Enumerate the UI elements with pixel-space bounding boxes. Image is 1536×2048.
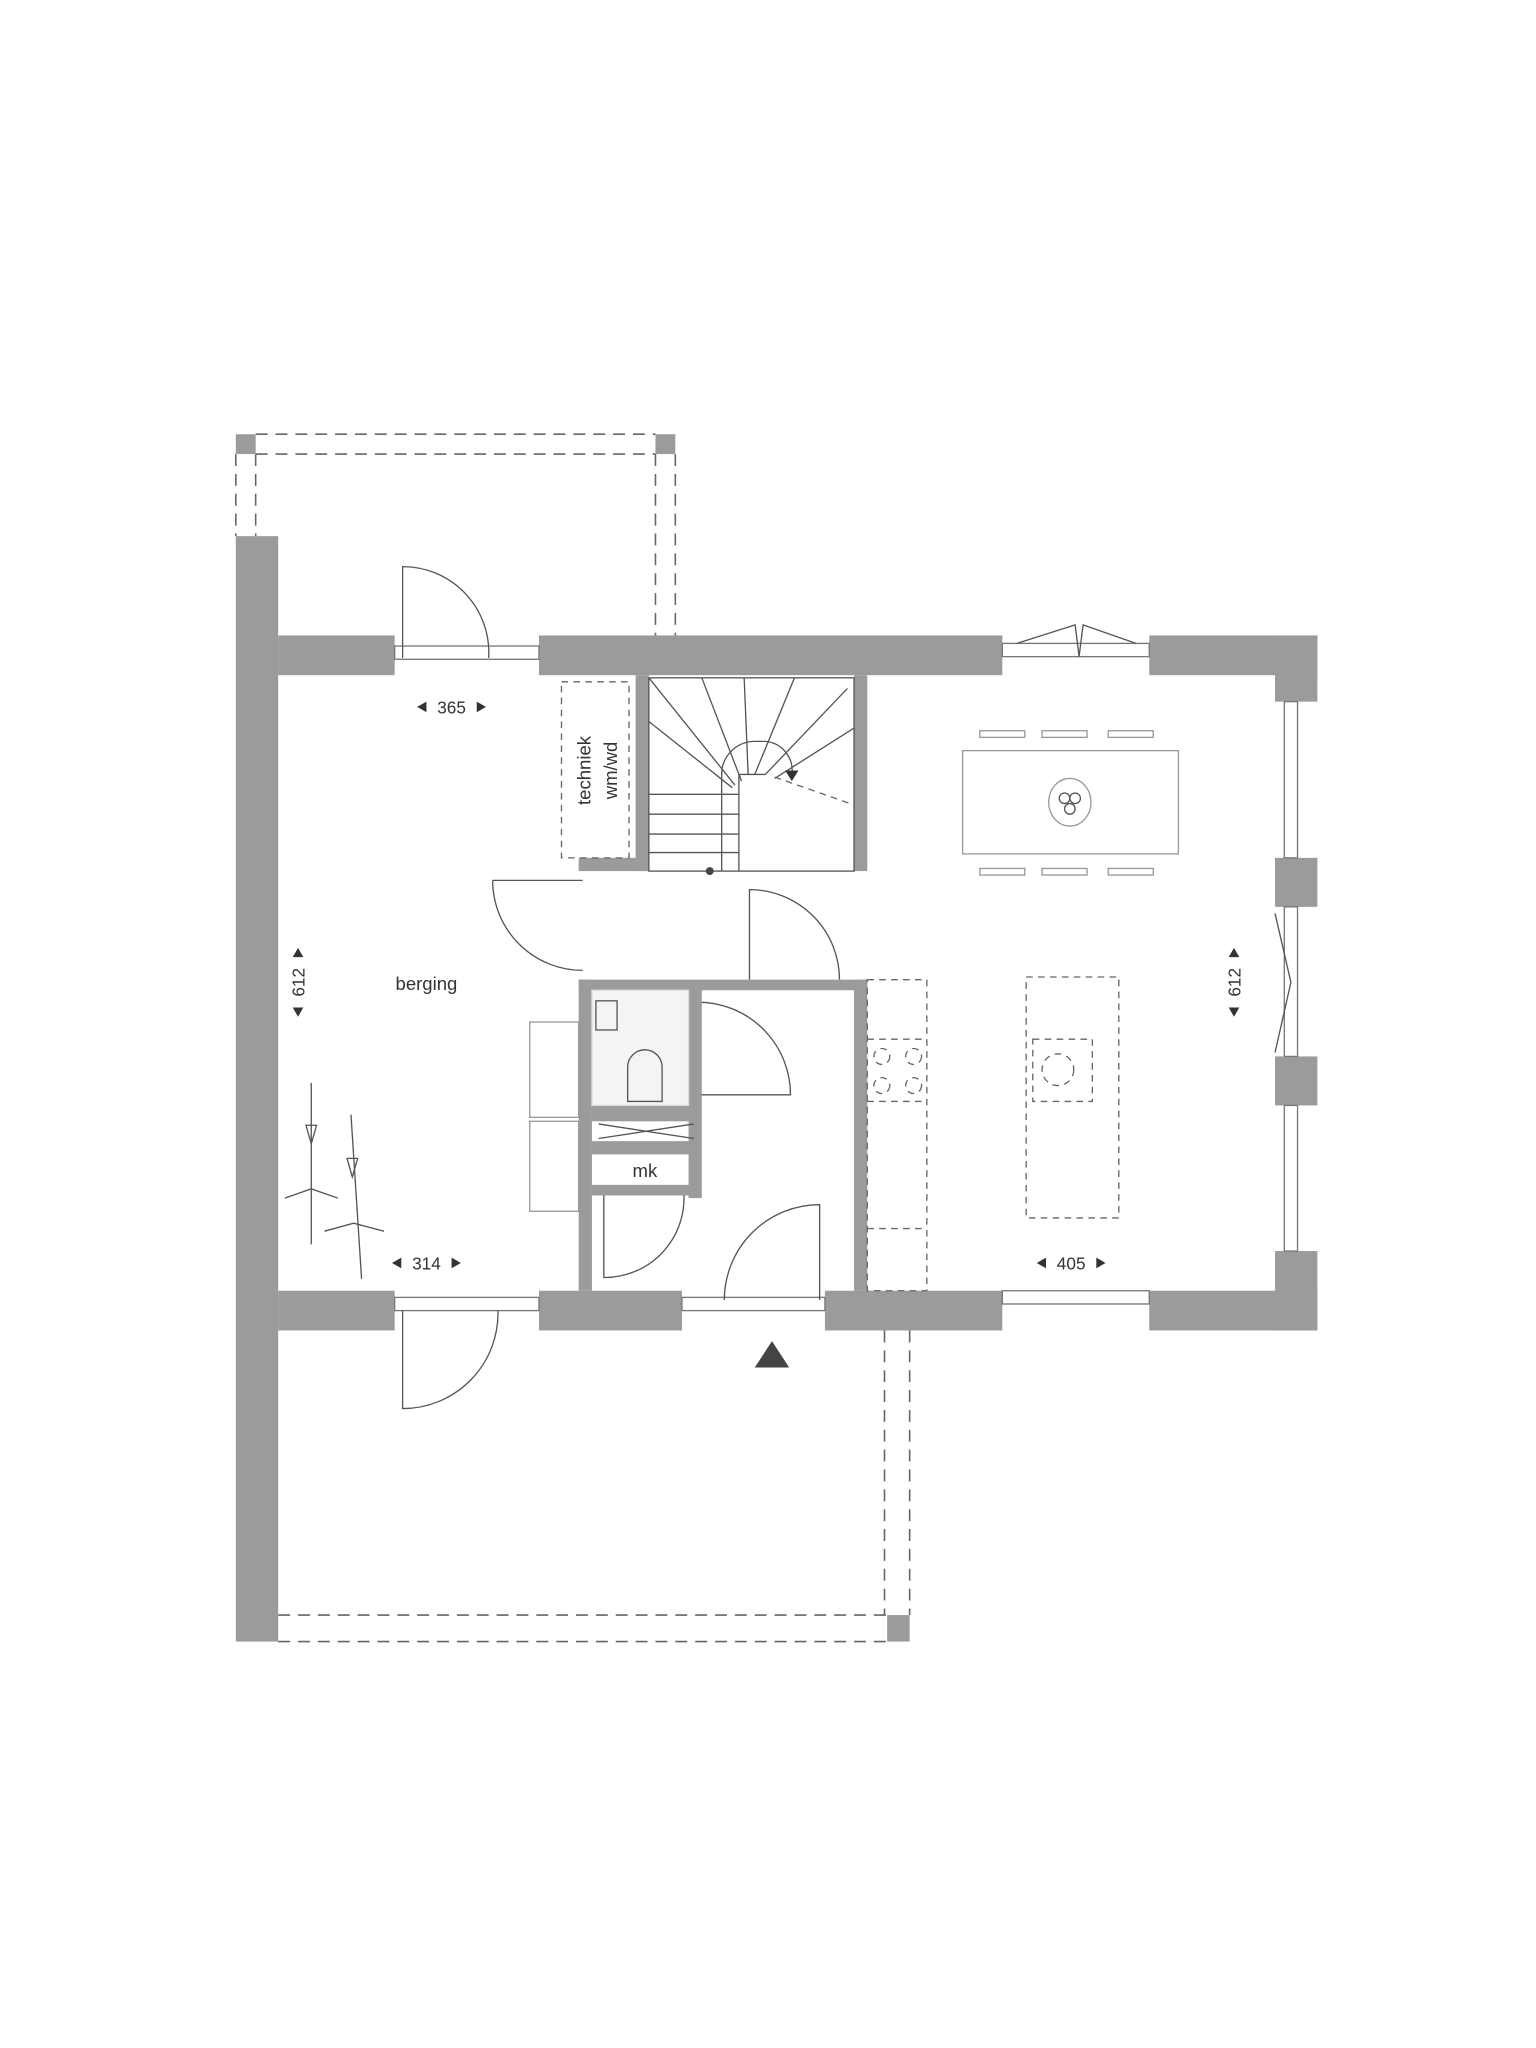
svg-text:365: 365 bbox=[437, 698, 466, 718]
label-wm-wd: wm/wd bbox=[600, 742, 621, 801]
doors bbox=[401, 565, 841, 1410]
svg-text:314: 314 bbox=[412, 1254, 441, 1274]
label-mk: mk bbox=[633, 1160, 658, 1181]
dimension-365: 365 bbox=[417, 698, 487, 718]
windows bbox=[394, 623, 1299, 1312]
svg-text:612: 612 bbox=[289, 968, 309, 997]
staircase bbox=[648, 677, 855, 876]
stair-direction-arrow-icon bbox=[785, 770, 799, 782]
entrance-arrow-icon bbox=[754, 1341, 790, 1368]
dimension-314: 314 bbox=[392, 1254, 461, 1274]
toilet bbox=[591, 989, 694, 1140]
pergola-top bbox=[235, 433, 677, 636]
kitchen-island bbox=[1025, 976, 1120, 1219]
svg-text:405: 405 bbox=[1057, 1254, 1086, 1274]
room-label-berging: berging bbox=[396, 973, 458, 994]
kitchen-counter bbox=[866, 978, 928, 1292]
label-techniek: techniek bbox=[574, 735, 595, 805]
exterior-walls bbox=[235, 536, 1318, 1642]
dimension-405: 405 bbox=[1036, 1254, 1106, 1274]
svg-text:612: 612 bbox=[1225, 968, 1245, 997]
dimension-612-left: 612 bbox=[289, 947, 309, 1017]
interior-walls bbox=[578, 675, 868, 1291]
dimension-612-right: 612 bbox=[1225, 947, 1245, 1017]
technical-space bbox=[560, 681, 630, 859]
pergola-bottom bbox=[278, 1330, 911, 1643]
bicycles bbox=[284, 1082, 385, 1279]
dining-table bbox=[961, 730, 1180, 876]
storage-furniture bbox=[529, 1021, 580, 1212]
